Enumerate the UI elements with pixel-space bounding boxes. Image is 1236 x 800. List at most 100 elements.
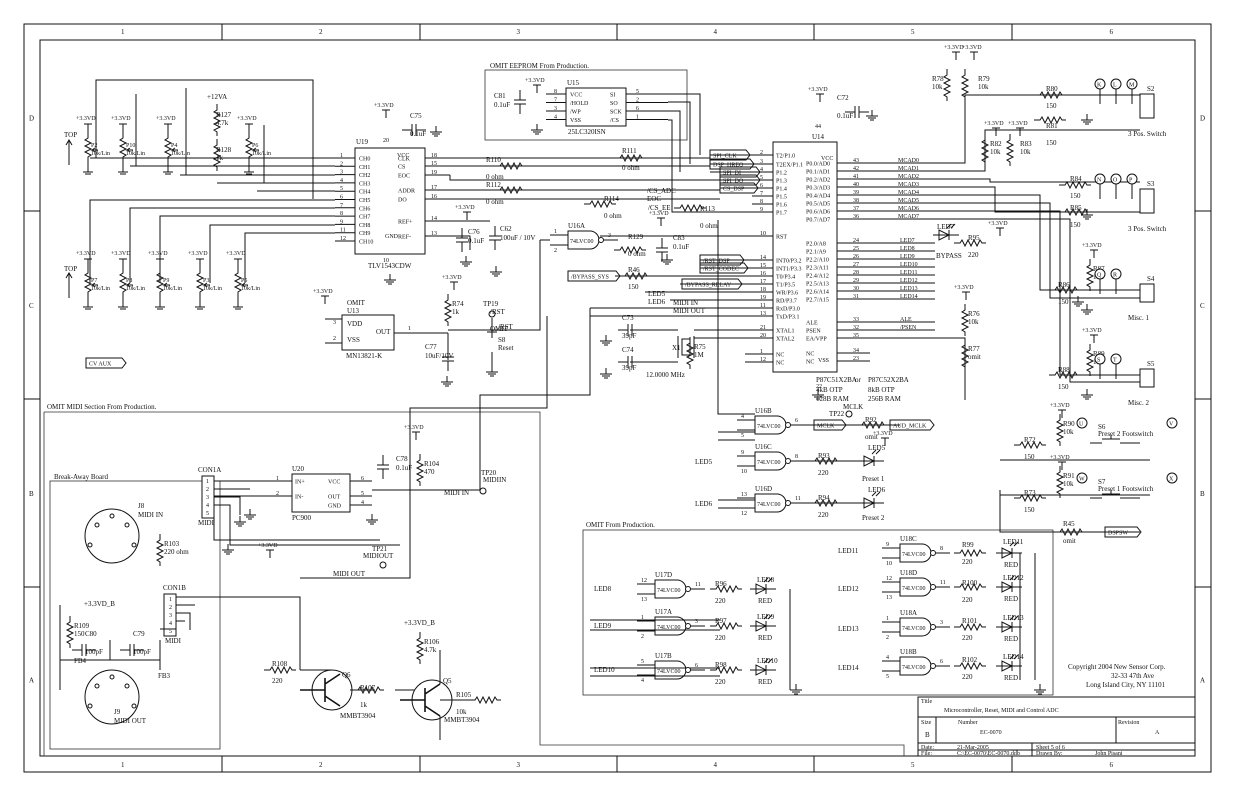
ground-symbol bbox=[234, 516, 246, 527]
gate-pin: 9 bbox=[886, 542, 889, 548]
ground-symbol bbox=[600, 335, 612, 346]
j8-label: MIDI IN bbox=[138, 511, 163, 519]
pot-pwr: +3.3VD bbox=[237, 116, 257, 122]
led-symbol bbox=[996, 660, 1022, 672]
gate-input-net: LED14 bbox=[838, 664, 859, 672]
switch-ref: S2 bbox=[1147, 85, 1155, 93]
col-mark-bottom: 4 bbox=[714, 761, 718, 769]
u14-pin-number: 5 bbox=[760, 175, 763, 181]
resistor-h bbox=[1049, 285, 1081, 295]
resistor-h bbox=[809, 498, 841, 508]
tb-sheet: Sheet 5 of 6 bbox=[1036, 744, 1065, 751]
resistor-ref: R98 bbox=[715, 661, 727, 669]
u14-pin-label: TxD/P3.1 bbox=[776, 315, 800, 321]
gate-pin: 12 bbox=[741, 511, 747, 517]
power-label: +3.3VD bbox=[313, 289, 333, 295]
switch-ref: S3 bbox=[1147, 180, 1155, 188]
pot-pwr-bar bbox=[245, 123, 253, 134]
nand-gate-leads bbox=[637, 583, 705, 595]
ground-symbol bbox=[600, 368, 612, 379]
resistor-val: 470 bbox=[424, 468, 435, 476]
net-tag-text: CS_DSP bbox=[723, 187, 745, 193]
col-mark-bottom: 6 bbox=[1110, 761, 1114, 769]
gate-pin: 1 bbox=[886, 616, 889, 622]
u14-pin-label: P0.3/AD3 bbox=[806, 186, 830, 192]
nand-gates: U16A74LVC00123U16B74LVC00456U16C74LVC009… bbox=[550, 222, 950, 684]
u19-pin-label: DO bbox=[398, 198, 407, 204]
u19-pin-number: 1 bbox=[340, 153, 343, 159]
resistor-h bbox=[954, 582, 986, 592]
u14-pin-number: 9 bbox=[760, 207, 763, 213]
resistor-val: omit bbox=[865, 433, 878, 441]
u14-pin-label: T2EX/P1.1 bbox=[776, 163, 803, 169]
resistor-ref: R114 bbox=[604, 195, 619, 203]
pot-val: 10k/Lin bbox=[91, 151, 110, 157]
gate-pin: 11 bbox=[940, 580, 946, 586]
resistor-h bbox=[710, 665, 742, 675]
bypass-label: BYPASS bbox=[936, 252, 962, 260]
resistor-val: 220 ohm bbox=[164, 548, 189, 556]
gate-part: 74LVC00 bbox=[902, 665, 925, 671]
ground-symbol bbox=[244, 509, 256, 520]
u19-pin-number: 17 bbox=[431, 185, 437, 191]
test-point bbox=[379, 561, 387, 569]
u20-pin-number: 6 bbox=[361, 476, 364, 482]
gate-part: 74LVC00 bbox=[757, 502, 780, 508]
u15-pin-label: /HOLD bbox=[570, 101, 589, 107]
led-label: LED11 bbox=[1003, 538, 1024, 546]
wire-segment bbox=[160, 596, 301, 670]
mclk-tp-label: MCLK bbox=[843, 403, 863, 411]
u15-pin-number: 7 bbox=[554, 98, 557, 104]
x1-crystal bbox=[681, 338, 691, 356]
u14-pin-number: 26 bbox=[853, 254, 859, 260]
gate-pin: 6 bbox=[795, 418, 798, 424]
u14-pin-number: 27 bbox=[853, 262, 859, 268]
resistor-h bbox=[1049, 370, 1081, 380]
led-symbol bbox=[750, 583, 776, 595]
con1b-pin: 1 bbox=[169, 597, 172, 603]
tb-drawn: John Pisani bbox=[1095, 751, 1123, 757]
power-bar bbox=[952, 51, 960, 60]
u14-pin-number: 24 bbox=[853, 238, 859, 244]
led-rays bbox=[1009, 575, 1019, 581]
pot-gnd bbox=[83, 299, 93, 310]
pot-ref: P8 bbox=[126, 278, 132, 284]
power-bar bbox=[533, 84, 541, 93]
u14-pin-label: P2.7/A15 bbox=[806, 298, 829, 304]
led-label: LED12 bbox=[1003, 574, 1024, 582]
u14-pin-label: RST bbox=[776, 235, 787, 241]
nand-gate-leads bbox=[637, 664, 705, 676]
power-bar bbox=[996, 227, 1004, 236]
wire-segment bbox=[590, 259, 752, 317]
net-tag-text: SPI_CLK bbox=[713, 154, 737, 160]
u14-pin-number: 35 bbox=[853, 333, 859, 339]
gate-pin: 11 bbox=[695, 582, 701, 588]
din-pin bbox=[109, 513, 115, 519]
u14-pin-label: P0.5/AD5 bbox=[806, 202, 830, 208]
u20-ref: U20 bbox=[292, 465, 305, 473]
resistor-h bbox=[856, 420, 888, 430]
u14-pin-number: 2 bbox=[760, 150, 763, 156]
copyright-line3: Long Island City, NY 11101 bbox=[1086, 681, 1166, 689]
led-rays bbox=[1009, 654, 1019, 660]
resistor-ref: R105 bbox=[456, 691, 472, 699]
u14-pin-number: 30 bbox=[853, 286, 859, 292]
u14-pin-number: 29 bbox=[853, 278, 859, 284]
switch-term-letter: S bbox=[1097, 358, 1100, 364]
resistor-ref: R103 bbox=[164, 540, 180, 548]
nand-gate-bubble bbox=[930, 584, 936, 590]
u15-pin-number: 2 bbox=[636, 98, 639, 104]
x1-val: 12.0000 MHz bbox=[646, 371, 685, 379]
led-symbol bbox=[996, 581, 1022, 593]
gate-input-net: LED11 bbox=[838, 547, 859, 555]
resistor-v bbox=[1005, 134, 1015, 166]
pot-gnd bbox=[163, 164, 173, 175]
power-bar bbox=[657, 217, 665, 226]
u19-pin-label: CS bbox=[398, 165, 405, 171]
u19-gnd-pin: 10 bbox=[383, 258, 389, 264]
resistor-h bbox=[1034, 90, 1066, 100]
transistor-symbols bbox=[300, 673, 441, 717]
resistor-val: 220 bbox=[962, 634, 973, 642]
resistor-val: 220 bbox=[818, 511, 829, 519]
footswitch-ref: S6 bbox=[1098, 423, 1106, 431]
